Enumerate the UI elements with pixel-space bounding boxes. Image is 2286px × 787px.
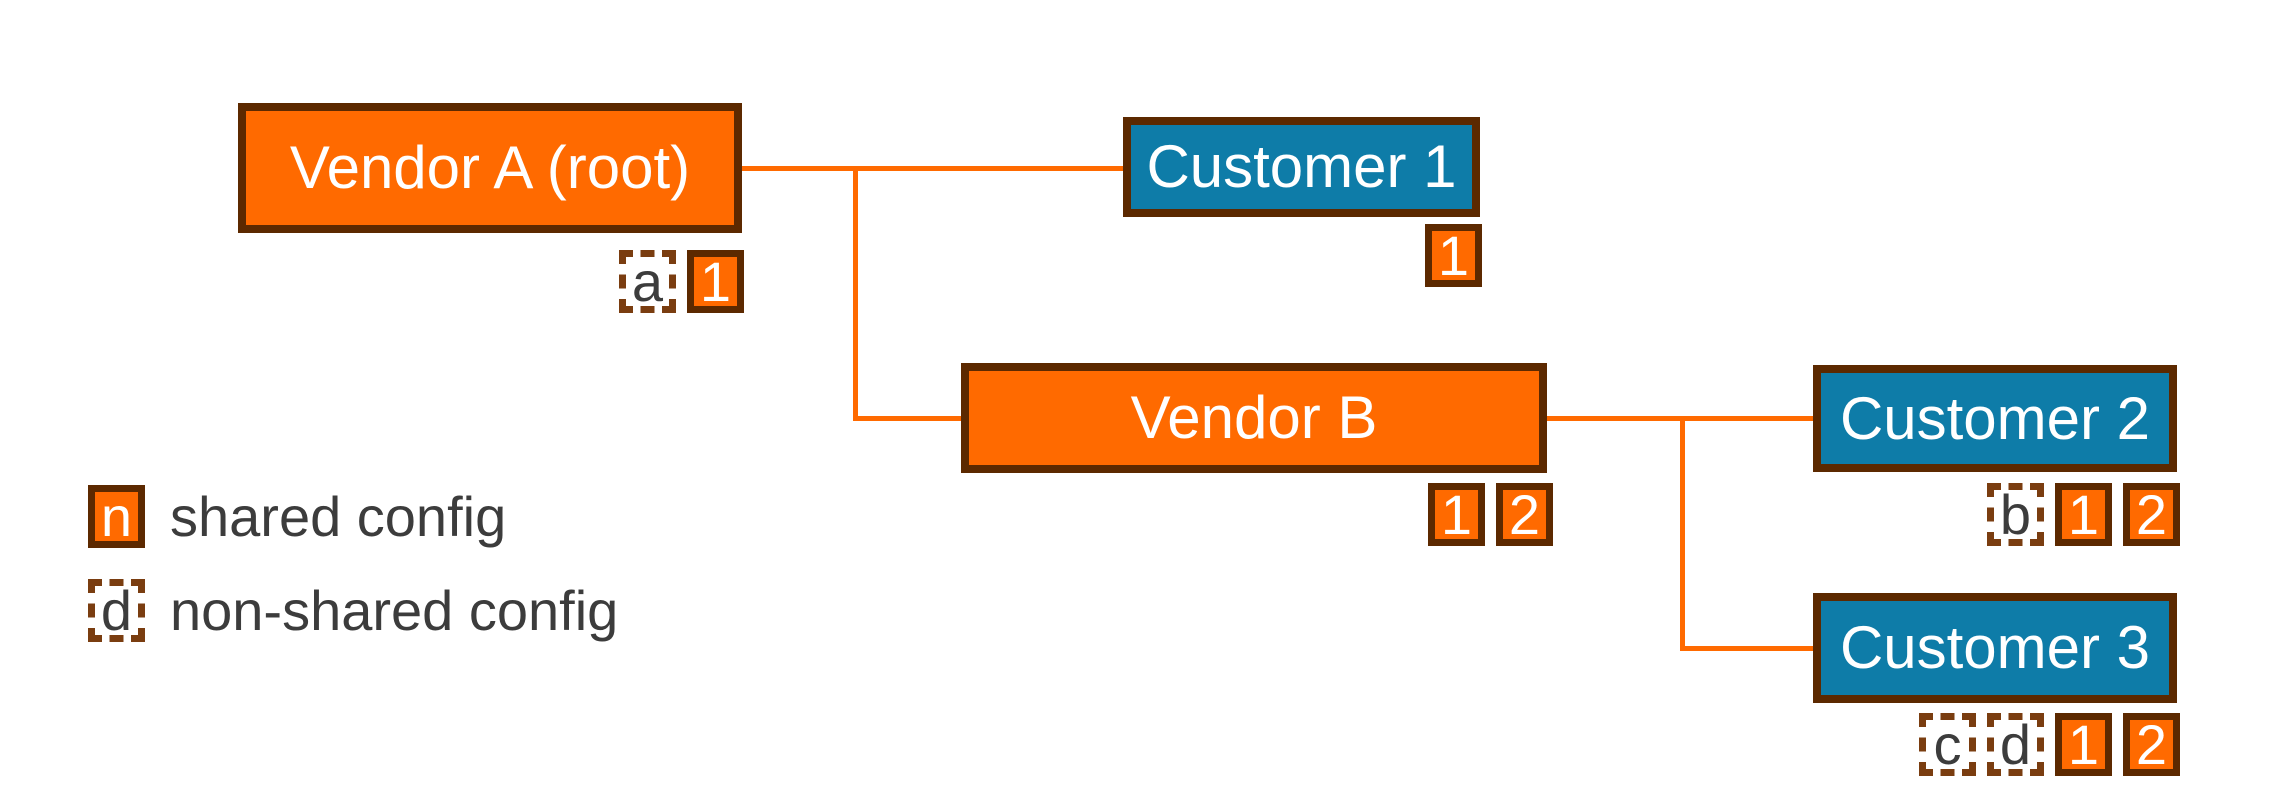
legend-item-shared-config: n shared config — [88, 485, 506, 548]
node-vendor-a-label: Vendor A (root) — [289, 134, 691, 201]
customer-2-shared-config-badge-1: 1 — [2055, 483, 2112, 546]
vendor-b-badge-row: 1 2 — [1428, 483, 1553, 546]
node-customer-2: Customer 2 — [1813, 365, 2177, 472]
connector-vendor-a-vendor-b — [853, 416, 961, 421]
customer-2-badge-row: b 1 2 — [1987, 483, 2180, 546]
legend-non-shared-config-label: non-shared config — [170, 578, 619, 642]
node-customer-3: Customer 3 — [1813, 593, 2177, 703]
legend-shared-config-symbol: n — [88, 485, 145, 548]
legend-non-shared-config-symbol: d — [88, 579, 145, 642]
node-vendor-b-label: Vendor B — [1130, 384, 1378, 451]
vendor-a-shared-config-badge: 1 — [687, 250, 744, 313]
customer-3-non-shared-config-badge-c: c — [1919, 713, 1976, 776]
customer-3-non-shared-config-badge-d: d — [1987, 713, 2044, 776]
node-vendor-b: Vendor B — [961, 363, 1547, 473]
vendor-a-badge-row: a 1 — [619, 250, 744, 313]
connector-vendor-a-customer-1 — [742, 166, 1123, 171]
customer-2-non-shared-config-badge: b — [1987, 483, 2044, 546]
connector-vendor-b-drop — [1680, 416, 1685, 651]
node-customer-3-label: Customer 3 — [1839, 614, 2151, 681]
customer-3-badge-row: c d 1 2 — [1919, 713, 2180, 776]
customer-1-shared-config-badge: 1 — [1425, 224, 1482, 287]
connector-vendor-b-customer-3 — [1680, 646, 1813, 651]
node-customer-1-label: Customer 1 — [1146, 133, 1457, 200]
vendor-b-shared-config-badge-1: 1 — [1428, 483, 1485, 546]
customer-2-shared-config-badge-2: 2 — [2123, 483, 2180, 546]
vendor-b-shared-config-badge-2: 2 — [1496, 483, 1553, 546]
customer-3-shared-config-badge-2: 2 — [2123, 713, 2180, 776]
vendor-a-non-shared-config-badge: a — [619, 250, 676, 313]
node-customer-2-label: Customer 2 — [1839, 384, 2151, 452]
connector-vendor-a-drop — [853, 166, 858, 421]
legend-shared-config-label: shared config — [170, 484, 507, 548]
customer-3-shared-config-badge-1: 1 — [2055, 713, 2112, 776]
legend-item-non-shared-config: d non-shared config — [88, 579, 618, 642]
node-vendor-a: Vendor A (root) — [238, 103, 742, 233]
customer-1-badge-row: 1 — [1425, 224, 1482, 287]
node-customer-1: Customer 1 — [1123, 117, 1480, 217]
